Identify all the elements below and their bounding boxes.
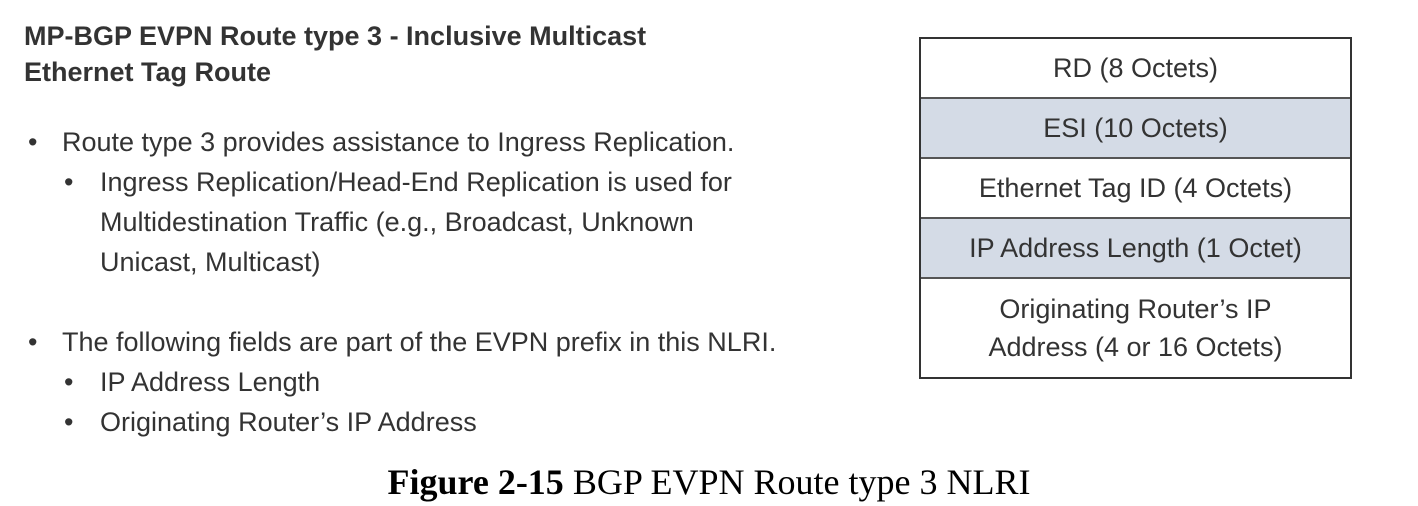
- bullet-gap: [24, 282, 904, 322]
- sub-bullet-line: Multidestination Traffic (e.g., Broadcas…: [100, 207, 694, 237]
- nlri-field-ethernet-tag-id: Ethernet Tag ID (4 Octets): [921, 159, 1350, 219]
- slide-heading: MP-BGP EVPN Route type 3 - Inclusive Mul…: [24, 18, 844, 90]
- sub-bullet-ip-address-length: IP Address Length: [24, 362, 904, 402]
- nlri-field-label-line: Originating Router’s IP: [999, 294, 1272, 324]
- nlri-format-diagram: RD (8 Octets) ESI (10 Octets) Ethernet T…: [919, 37, 1352, 379]
- nlri-field-originating-router-ip: Originating Router’s IP Address (4 or 16…: [921, 279, 1350, 377]
- figure-number: Figure 2-15: [387, 462, 564, 502]
- nlri-field-esi: ESI (10 Octets): [921, 99, 1350, 159]
- sub-bullet-line: Ingress Replication/Head-End Replication…: [100, 167, 732, 197]
- bullet-list: Route type 3 provides assistance to Ingr…: [24, 122, 904, 442]
- sub-bullet-originating-router-ip: Originating Router’s IP Address: [24, 402, 904, 442]
- bullet-route-type-3: Route type 3 provides assistance to Ingr…: [24, 122, 904, 162]
- sub-bullet-line: Unicast, Multicast): [100, 247, 321, 277]
- bullet-evpn-prefix-fields: The following fields are part of the EVP…: [24, 322, 904, 362]
- sub-bullet-ingress-replication: Ingress Replication/Head-End Replication…: [24, 162, 904, 282]
- nlri-field-rd: RD (8 Octets): [921, 39, 1350, 99]
- nlri-field-ip-address-length: IP Address Length (1 Octet): [921, 219, 1350, 279]
- figure-title: BGP EVPN Route type 3 NLRI: [572, 462, 1031, 502]
- heading-line-1: MP-BGP EVPN Route type 3 - Inclusive Mul…: [24, 21, 647, 51]
- nlri-field-label-line: Address (4 or 16 Octets): [988, 332, 1283, 362]
- heading-line-2: Ethernet Tag Route: [24, 57, 272, 87]
- figure-caption: Figure 2-15 BGP EVPN Route type 3 NLRI: [0, 460, 1418, 504]
